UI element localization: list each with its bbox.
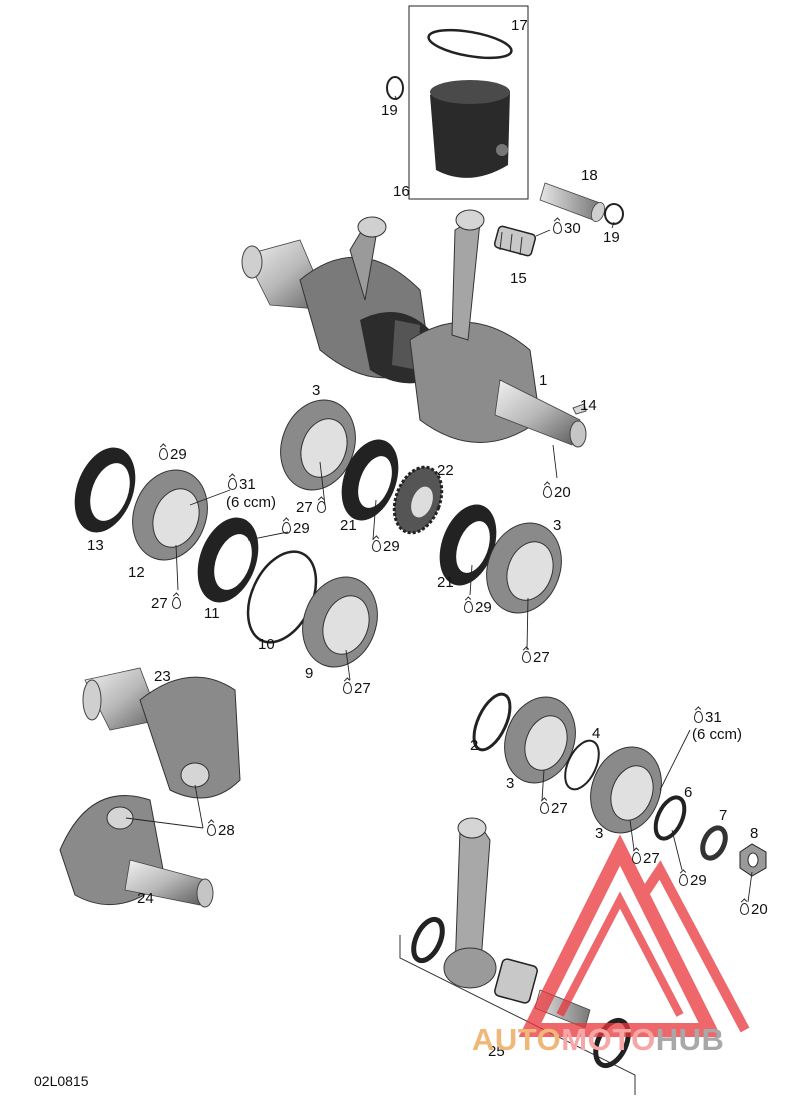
callout-16: 16: [393, 183, 410, 200]
callout-1: 1: [539, 372, 548, 389]
callout-27-bearing12: 27: [151, 596, 183, 611]
callout-12: 12: [128, 564, 145, 581]
seal-13: [74, 447, 136, 533]
callout-20-upper: 20: [543, 485, 571, 500]
crank-half-24: [59, 795, 214, 908]
callout-24: 24: [137, 890, 154, 907]
callout-28: 28: [207, 823, 235, 838]
callout-29-washer: 29: [679, 873, 707, 888]
diagram-code: 02L0815: [34, 1073, 89, 1089]
callout-4: 4: [592, 725, 601, 742]
callout-15: 15: [510, 270, 527, 287]
callout-17: 17: [511, 17, 528, 34]
callout-21-upper: 21: [340, 517, 357, 534]
seal-11: [197, 517, 259, 603]
oil-drop-icon: [171, 597, 181, 609]
callout-19-left: 19: [381, 102, 398, 119]
oil-drop-icon: [543, 486, 552, 498]
callout-6: 6: [684, 784, 693, 801]
piston-ring: [427, 28, 513, 60]
oil-drop-icon: [632, 852, 641, 864]
callout-18: 18: [581, 167, 598, 184]
gear-22: [392, 465, 444, 535]
oil-drop-icon: [159, 448, 168, 460]
ring-4: [564, 739, 600, 791]
bearing-3-upper: [280, 399, 356, 491]
crank-half-23: [82, 667, 241, 799]
callout-22: 22: [437, 462, 454, 479]
callout-3-mid: 3: [506, 775, 515, 792]
bearing-3-mid: [504, 696, 576, 784]
oil-drop-icon: [372, 540, 381, 552]
callout-29-seal13: 29: [159, 447, 187, 462]
callout-30: 30: [553, 221, 581, 236]
callout-31-upper-note: (6 ccm): [226, 494, 276, 511]
callout-27-bearing3: 27: [522, 650, 550, 665]
washer-7: [700, 825, 728, 861]
callout-25: 25: [488, 1043, 505, 1060]
callout-3-low: 3: [595, 825, 604, 842]
washer-6: [653, 795, 687, 841]
callout-11: 11: [204, 605, 220, 622]
callout-27-low: 27: [632, 851, 660, 866]
bearing-12: [132, 469, 208, 561]
oil-drop-icon: [679, 874, 688, 886]
callout-13: 13: [87, 537, 104, 554]
nut-8: [739, 843, 767, 877]
callout-29-seal21-lower: 29: [464, 600, 492, 615]
callout-27-upper: 27: [296, 500, 328, 515]
callout-3-right: 3: [553, 517, 562, 534]
bearing-9: [302, 576, 378, 668]
piston-box: [408, 5, 529, 200]
callout-27-bearing9: 27: [343, 681, 371, 696]
callout-29-seal11: 29: [282, 521, 310, 536]
seal-21-upper: [341, 439, 399, 521]
seal-21-lower: [439, 504, 497, 586]
callout-31-upper: 31: [228, 477, 256, 492]
callout-23: 23: [154, 668, 171, 685]
callout-31-lower-note: (6 ccm): [692, 726, 742, 743]
callout-9: 9: [305, 665, 314, 682]
callout-14: 14: [580, 397, 597, 414]
callout-27-mid: 27: [540, 801, 568, 816]
piston-pin: [539, 182, 605, 223]
callout-10: 10: [258, 636, 275, 653]
piston: [430, 80, 510, 178]
crankshaft-assembly: [241, 209, 587, 448]
callout-20-lower: 20: [740, 902, 768, 917]
oil-drop-icon: [228, 478, 237, 490]
callout-3-upper: 3: [312, 382, 321, 399]
bearing-3-right: [486, 522, 562, 614]
callout-7: 7: [719, 807, 728, 824]
oil-drop-icon: [540, 802, 549, 814]
callout-19-right: 19: [603, 229, 620, 246]
oil-drop-icon: [207, 824, 216, 836]
callout-29-seal21: 29: [372, 539, 400, 554]
watermark-logo: [518, 834, 750, 1037]
callout-2: 2: [470, 737, 479, 754]
callout-21-lower: 21: [437, 574, 454, 591]
key: [572, 403, 587, 415]
oil-drop-icon: [522, 651, 531, 663]
oil-drop-icon: [343, 682, 352, 694]
oil-drop-icon: [464, 601, 473, 613]
needle-bearing-small: [493, 225, 537, 257]
callout-8: 8: [750, 825, 759, 842]
bearing-3-low: [590, 746, 662, 834]
oil-drop-icon: [553, 222, 562, 234]
oil-drop-icon: [740, 903, 749, 915]
oil-drop-icon: [282, 522, 291, 534]
oil-drop-icon: [694, 711, 703, 723]
callout-31-lower: 31: [694, 710, 722, 725]
watermark-text: AUTOMOTOHUB: [472, 1022, 725, 1057]
circlip-right: [604, 203, 624, 225]
leader-lines: [125, 95, 753, 903]
circlip-left: [386, 76, 404, 100]
oil-drop-icon: [316, 501, 326, 513]
ring-2: [472, 692, 512, 752]
